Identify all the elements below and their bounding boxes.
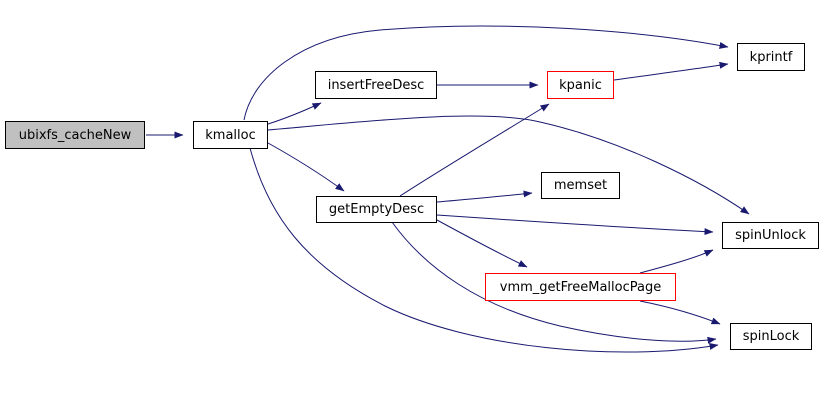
edge-kmalloc-insertFreeDesc — [267, 102, 322, 125]
edge-getEmptyDesc-spinLock — [391, 221, 717, 344]
edge-getEmptyDesc-spinUnlock — [436, 214, 714, 236]
node-ubixfs_cacheNew: ubixfs_cacheNew — [5, 121, 145, 149]
edge-kmalloc-spinUnlock — [267, 115, 750, 215]
edge-getEmptyDesc-kpanic — [399, 103, 550, 197]
edge-vmm_getFreeMallocPage-spinLock — [639, 300, 721, 325]
node-kprintf[interactable]: kprintf — [737, 43, 805, 71]
node-getEmptyDesc[interactable]: getEmptyDesc — [316, 196, 437, 223]
edge-kmalloc-spinLock — [249, 147, 719, 353]
node-spinLock[interactable]: spinLock — [730, 323, 812, 350]
edge-getEmptyDesc-vmm_getFreeMallocPage — [436, 219, 528, 268]
edge-kmalloc-getEmptyDesc — [267, 142, 345, 192]
edge-getEmptyDesc-memset — [436, 190, 533, 203]
node-vmm_getFreeMallocPage[interactable]: vmm_getFreeMallocPage — [485, 273, 676, 301]
node-kpanic[interactable]: kpanic — [547, 71, 614, 99]
node-kmalloc[interactable]: kmalloc — [193, 121, 268, 149]
edge-vmm_getFreeMallocPage-spinUnlock — [639, 249, 714, 274]
node-memset[interactable]: memset — [541, 172, 620, 199]
node-spinUnlock[interactable]: spinUnlock — [722, 222, 819, 249]
edge-kmalloc-kprintf — [243, 25, 729, 121]
edge-kpanic-kprintf — [613, 61, 729, 81]
node-insertFreeDesc[interactable]: insertFreeDesc — [315, 71, 437, 99]
